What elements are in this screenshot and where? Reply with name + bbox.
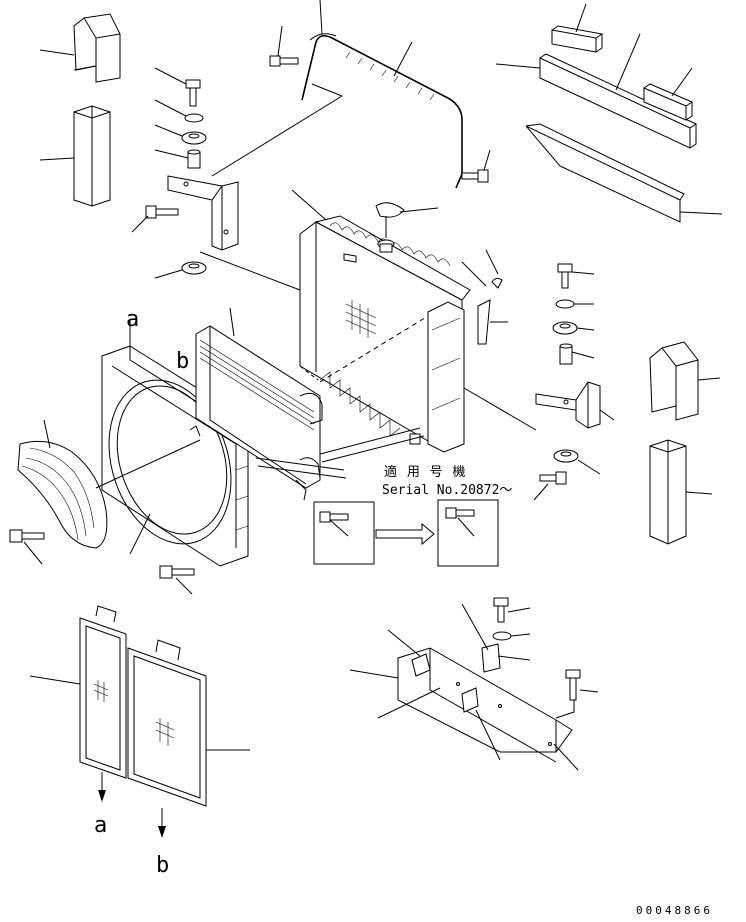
marker-a-top: a (126, 307, 139, 332)
applicability-serial: Serial No.20872～ (382, 483, 512, 498)
serial-callout-old (313, 501, 375, 565)
serial-callout-new (437, 499, 499, 567)
applicability-heading: 適 用 号 機 (384, 464, 466, 480)
cushion-block-left (39, 105, 111, 207)
marker-a-bottom: a (94, 813, 107, 838)
marker-b-top: b (176, 349, 189, 374)
screen-arrows (98, 772, 166, 838)
screen-a (29, 605, 127, 779)
mount-stack-upper-left (131, 67, 343, 291)
oil-cooler (195, 307, 425, 501)
marker-b-bottom: b (156, 853, 169, 878)
radiator-core (291, 189, 508, 453)
under-cover-plate (349, 597, 599, 771)
cushion-block-top-left (39, 13, 121, 83)
bolt-lower-center (159, 565, 195, 595)
guard-rod (269, 0, 491, 189)
drawing-number: 00048866 (636, 904, 713, 917)
bolt-lower-left (9, 529, 45, 565)
shroud-guard-half (17, 419, 201, 549)
cushion-block-right (649, 341, 721, 421)
seal-strip-group-top-right (495, 3, 723, 223)
supersession-arrow (375, 522, 435, 546)
mount-stack-right (463, 263, 615, 501)
screen-b (127, 639, 250, 807)
cushion-block-right-lower (649, 439, 713, 545)
